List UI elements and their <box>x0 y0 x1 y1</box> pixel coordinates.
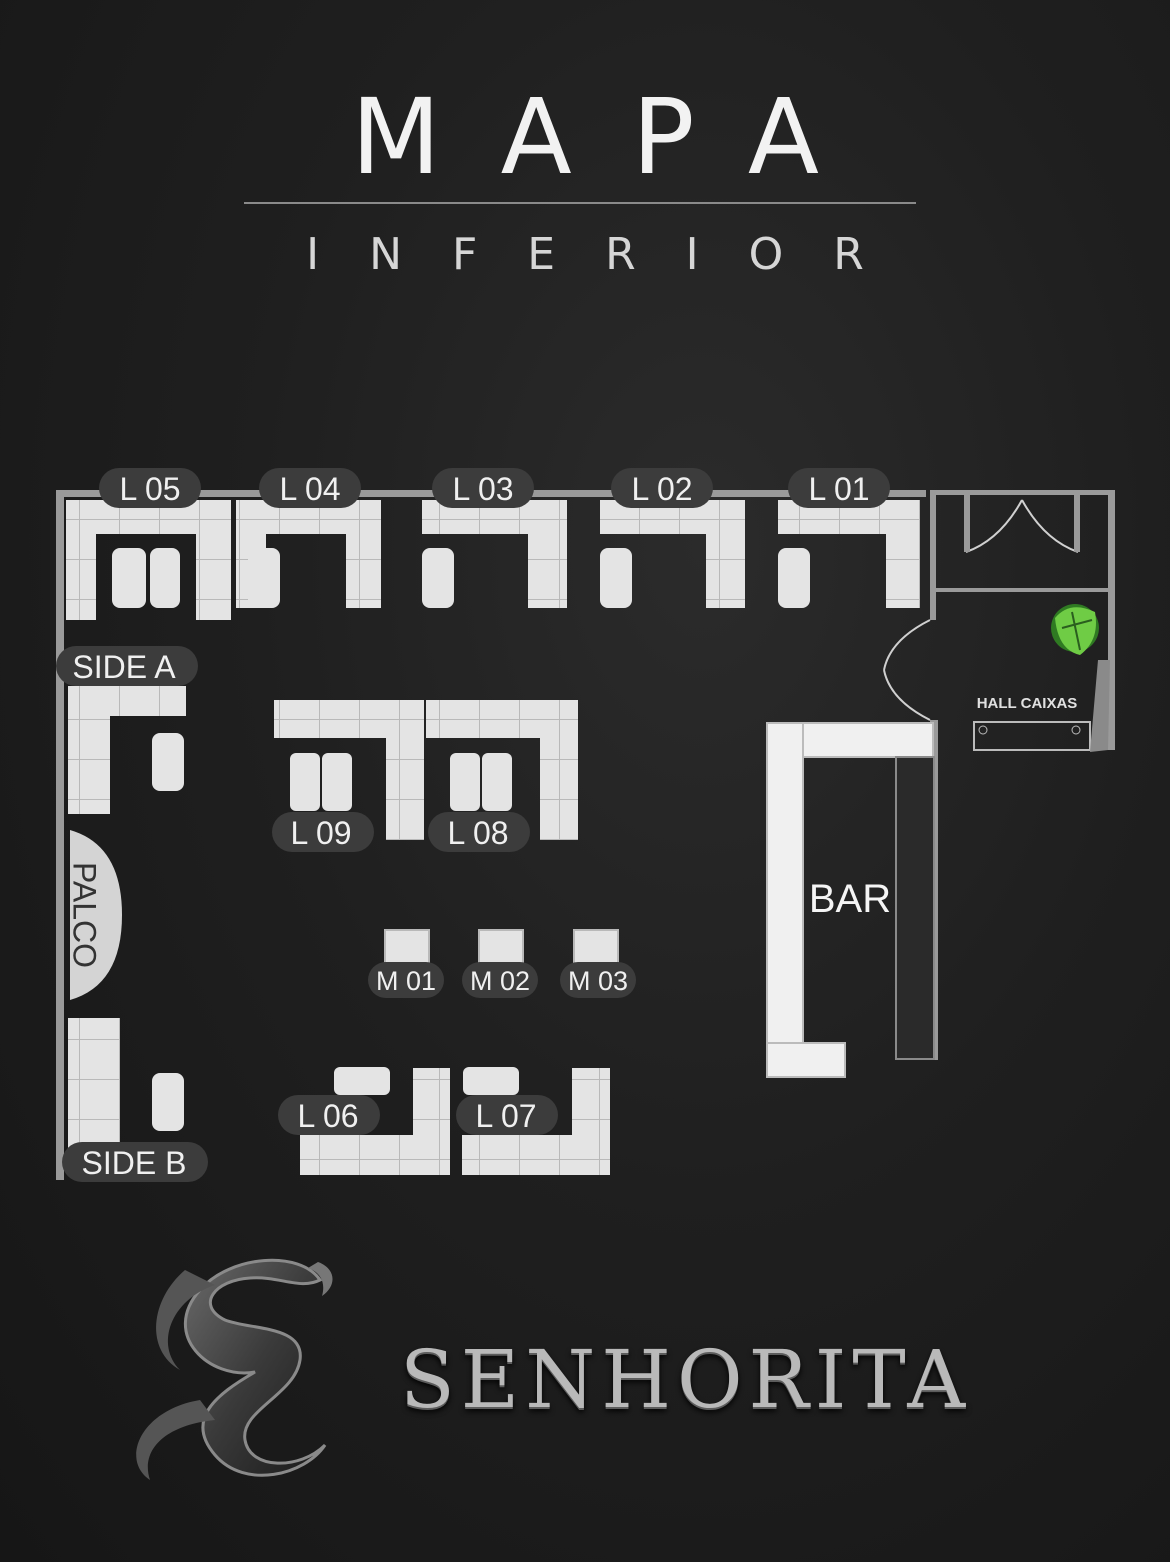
label-l03: L 03 <box>452 471 513 507</box>
label-l08: L 08 <box>447 815 508 851</box>
side-a-lounge[interactable] <box>68 686 186 814</box>
brand-name: SENHORITA <box>400 1333 972 1426</box>
table-m02[interactable] <box>478 929 524 967</box>
lounge-l03[interactable] <box>422 500 567 608</box>
stage-palco <box>70 830 122 1000</box>
lounge-l02[interactable] <box>600 500 745 608</box>
senhorita-logo-icon <box>136 1258 333 1480</box>
title-divider <box>244 202 916 204</box>
label-hall-caixas: HALL CAIXAS <box>977 695 1078 712</box>
label-m02: M 02 <box>470 966 530 996</box>
hall-caixas-area <box>973 660 1110 752</box>
lounge-l07[interactable] <box>462 1067 610 1175</box>
label-bar: BAR <box>809 877 891 921</box>
plant-icon <box>1051 604 1099 655</box>
label-m03: M 03 <box>568 966 628 996</box>
label-side-a: SIDE A <box>72 649 176 685</box>
lounge-l09[interactable] <box>274 700 424 840</box>
label-side-b: SIDE B <box>82 1145 187 1181</box>
label-l05: L 05 <box>119 471 180 507</box>
door-swing-icon <box>883 490 1080 721</box>
lounge-l04[interactable] <box>236 500 381 608</box>
table-m03[interactable] <box>573 929 619 967</box>
label-m01: M 01 <box>376 966 436 996</box>
label-l06: L 06 <box>297 1098 358 1134</box>
label-l04: L 04 <box>279 471 340 507</box>
label-l09: L 09 <box>290 815 351 851</box>
lounge-l08[interactable] <box>426 700 578 840</box>
label-l02: L 02 <box>631 471 692 507</box>
label-l01: L 01 <box>808 471 869 507</box>
side-b-lounge[interactable] <box>68 1018 184 1148</box>
page-title: MAPA <box>350 76 880 198</box>
page-subtitle: INFERIOR <box>306 229 914 280</box>
lounge-l05[interactable] <box>66 500 231 620</box>
table-m01[interactable] <box>384 929 430 967</box>
bar-counter <box>766 722 935 1078</box>
label-l07: L 07 <box>475 1098 536 1134</box>
label-palco: PALCO <box>67 862 103 968</box>
lounge-l06[interactable] <box>300 1067 450 1175</box>
lounge-l01[interactable] <box>778 500 920 608</box>
